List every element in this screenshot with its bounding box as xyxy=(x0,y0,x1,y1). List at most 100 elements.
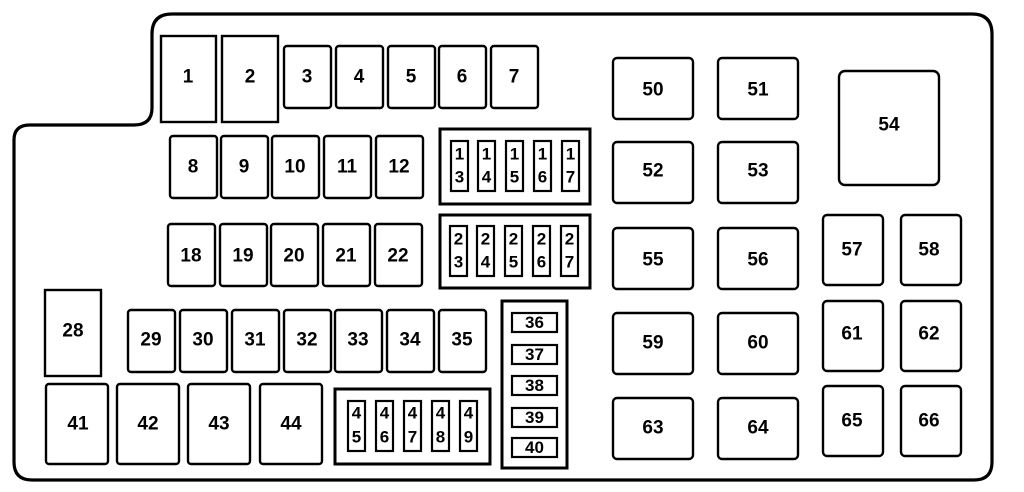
fuse-label-digit: 2 xyxy=(509,230,518,249)
fuse-label-digit: 1 xyxy=(482,145,491,164)
fuse-44: 44 xyxy=(258,382,324,466)
fuse-40: 40 xyxy=(510,436,559,459)
fuse-45: 45 xyxy=(346,399,367,453)
fuse-label: 60 xyxy=(747,333,768,354)
fuse-43: 43 xyxy=(186,382,252,466)
fuse-label-digit: 4 xyxy=(408,404,418,423)
fuse-8: 8 xyxy=(168,134,219,200)
fuse-62: 62 xyxy=(899,299,963,373)
fuse-label: 28 xyxy=(62,321,83,342)
fuse-label: 4 xyxy=(354,67,365,88)
fuse-label: 10 xyxy=(284,157,305,178)
mini-fuse-group-45-49: 45 46 47 48 49 xyxy=(333,387,492,466)
fuse-label: 39 xyxy=(525,408,544,427)
fuse-66: 66 xyxy=(899,384,963,458)
fuse-label-digit: 1 xyxy=(538,145,547,164)
fuse-5: 5 xyxy=(386,44,437,110)
fuse-label-digit: 8 xyxy=(436,428,445,447)
fuse-label: 7 xyxy=(509,67,520,88)
fuse-18: 18 xyxy=(166,222,217,288)
fuse-23: 23 xyxy=(448,224,469,278)
fuse-31: 31 xyxy=(230,308,281,374)
fuse-32: 32 xyxy=(282,308,333,374)
fuse-label: 64 xyxy=(747,418,769,439)
fuse-label: 37 xyxy=(525,345,544,364)
fuse-20: 20 xyxy=(269,222,320,288)
fuse-label-digit: 3 xyxy=(455,168,464,187)
fuse-label-digit: 6 xyxy=(537,253,546,272)
fuse-label: 43 xyxy=(208,414,229,435)
fuse-label: 52 xyxy=(642,161,663,182)
fuse-4: 4 xyxy=(334,44,385,110)
fuse-19: 19 xyxy=(218,222,269,288)
fuse-label: 38 xyxy=(525,376,544,395)
fuse-9: 9 xyxy=(219,134,270,200)
fuse-35: 35 xyxy=(437,308,488,374)
fuse-48: 48 xyxy=(430,399,451,453)
fuse-37: 37 xyxy=(510,343,559,366)
fuse-36: 36 xyxy=(510,311,559,334)
fuse-60: 60 xyxy=(716,311,800,376)
fuse-label: 35 xyxy=(451,330,473,351)
fuse-label: 33 xyxy=(347,330,368,351)
fuse-22: 22 xyxy=(373,222,424,288)
fuse-21: 21 xyxy=(321,222,372,288)
fuse-label: 1 xyxy=(183,67,194,88)
fuse-label-digit: 4 xyxy=(380,404,390,423)
fuse-label-digit: 9 xyxy=(464,428,473,447)
fuse-15: 15 xyxy=(504,139,525,193)
fuse-label: 59 xyxy=(642,333,663,354)
fuse-label-digit: 4 xyxy=(464,404,474,423)
fuse-label: 18 xyxy=(180,246,201,267)
fuse-47: 47 xyxy=(402,399,423,453)
fuse-label-digit: 4 xyxy=(352,404,362,423)
mini-fuse-group-36-40: 36 37 38 39 40 xyxy=(500,299,569,470)
fuse-label-digit: 6 xyxy=(380,428,389,447)
fuse-16: 16 xyxy=(532,139,553,193)
fuse-label: 19 xyxy=(232,246,253,267)
fuse-label-digit: 1 xyxy=(566,145,575,164)
fuse-label-digit: 4 xyxy=(481,253,491,272)
fuse-25: 25 xyxy=(503,224,524,278)
fuse-label: 22 xyxy=(387,246,408,267)
fuse-label: 30 xyxy=(192,330,213,351)
fuse-label: 8 xyxy=(188,157,199,178)
fuse-label: 3 xyxy=(302,67,313,88)
fuse-61: 61 xyxy=(821,299,885,373)
fuse-3: 3 xyxy=(282,44,333,110)
fuse-label: 51 xyxy=(747,80,769,101)
fuse-2: 2 xyxy=(220,34,280,124)
fuse-label-digit: 5 xyxy=(352,428,361,447)
fuse-label: 58 xyxy=(918,240,939,261)
fuse-10: 10 xyxy=(270,134,321,200)
fuse-label: 62 xyxy=(918,324,939,345)
fuse-label-digit: 2 xyxy=(537,230,546,249)
fuse-50: 50 xyxy=(611,56,695,121)
fuse-label: 57 xyxy=(841,240,862,261)
fuse-26: 26 xyxy=(531,224,552,278)
fuse-label-digit: 1 xyxy=(510,145,519,164)
fuse-label: 31 xyxy=(244,330,266,351)
fuse-17: 17 xyxy=(560,139,581,193)
fuse-label: 63 xyxy=(642,418,663,439)
fuse-label-digit: 4 xyxy=(436,404,446,423)
fuse-label: 2 xyxy=(245,67,256,88)
fuse-7: 7 xyxy=(489,44,540,110)
fuse-41: 41 xyxy=(44,382,110,466)
fuse-label: 12 xyxy=(388,157,409,178)
fuse-63: 63 xyxy=(611,396,695,461)
fuse-label: 54 xyxy=(878,115,900,136)
fuse-label: 61 xyxy=(841,324,863,345)
fuse-label-digit: 2 xyxy=(481,230,490,249)
fuse-label: 65 xyxy=(841,411,863,432)
fuse-label: 36 xyxy=(525,313,544,332)
fuse-42: 42 xyxy=(115,382,181,466)
fuse-label: 56 xyxy=(747,250,768,271)
fuse-57: 57 xyxy=(821,213,885,287)
fuse-label-digit: 6 xyxy=(538,168,547,187)
fuse-label: 53 xyxy=(747,161,768,182)
fuse-label: 40 xyxy=(525,438,544,457)
fuse-1: 1 xyxy=(159,34,218,124)
fuse-label: 42 xyxy=(137,414,158,435)
